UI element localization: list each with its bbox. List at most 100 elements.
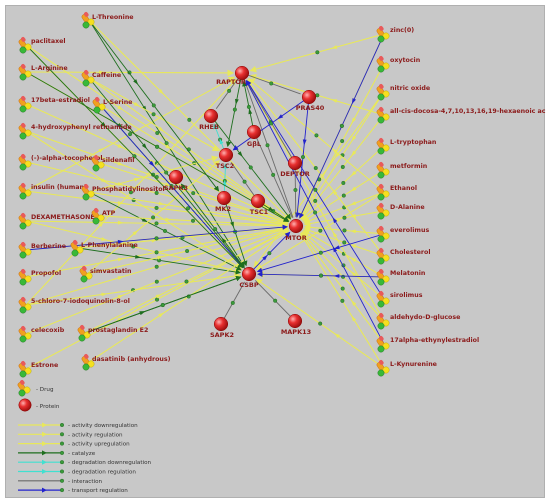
protein-label: MTOR bbox=[285, 234, 306, 242]
drug-icon bbox=[18, 361, 32, 378]
protein-circle bbox=[213, 316, 229, 332]
drug-label: paclitaxel bbox=[31, 38, 66, 45]
drug-label: L-Serine bbox=[103, 99, 132, 106]
edge-arrow bbox=[350, 257, 357, 263]
edge-arrow bbox=[219, 138, 224, 145]
edge-midpoint bbox=[155, 130, 160, 135]
edge-midpoint bbox=[154, 205, 159, 210]
edge-midpoint bbox=[191, 191, 196, 196]
edge-arrow bbox=[165, 217, 172, 222]
edge-arrow bbox=[117, 122, 124, 128]
drug-label: (-)-alpha-tocopherol bbox=[31, 155, 103, 162]
edge-arrow bbox=[141, 217, 148, 223]
drug-label: all-cis-docosa-4,7,10,13,16,19-hexaenoic… bbox=[390, 108, 546, 115]
protein-circle bbox=[241, 266, 257, 282]
edge-midpoint bbox=[157, 258, 162, 263]
edge-arrow bbox=[332, 189, 338, 196]
edge-midpoint bbox=[313, 187, 318, 192]
edge-arrow bbox=[351, 150, 357, 157]
edge-midpoint bbox=[154, 190, 159, 195]
drug-label: Caffeine bbox=[92, 72, 121, 79]
edge-arrow bbox=[101, 292, 108, 297]
edge-midpoint bbox=[267, 251, 272, 256]
edge-arrow bbox=[268, 206, 274, 212]
edge-arrow bbox=[350, 271, 357, 277]
drug-node-sildenafil: sildenafil bbox=[91, 154, 134, 172]
drug-node-estrone: Estrone bbox=[18, 361, 58, 378]
edge-arrow bbox=[155, 294, 162, 299]
edge-midpoint bbox=[151, 215, 156, 220]
drug-icon bbox=[18, 96, 32, 113]
edge-midpoint bbox=[128, 132, 133, 137]
drug-icon bbox=[376, 269, 390, 286]
legend-activity-upregulation: - activity upregulation bbox=[18, 441, 130, 448]
edge-arrow bbox=[333, 274, 340, 278]
edge-arrow bbox=[117, 220, 124, 225]
protein-node-pras40: PRAS40 bbox=[296, 89, 325, 112]
drug-label: L-Kynurenine bbox=[390, 361, 437, 368]
drug-icon bbox=[18, 297, 32, 314]
edge-arrow bbox=[351, 315, 357, 322]
drug-label: insulin (human) bbox=[31, 184, 87, 191]
drug-icon bbox=[81, 184, 95, 201]
drug-label: L-tryptophan bbox=[390, 139, 436, 146]
drug-node-alpha-tocopherol: (-)-alpha-tocopherol bbox=[18, 154, 103, 171]
edge-arrow bbox=[117, 105, 124, 111]
edge-arrow bbox=[331, 148, 338, 154]
edge-midpoint bbox=[342, 240, 347, 245]
edge-arrow bbox=[277, 114, 284, 120]
drug-label: 5-chloro-7-iodoquinolin-8-ol bbox=[31, 298, 130, 305]
drug-label: 17alpha-ethynylestradiol bbox=[390, 337, 479, 344]
drug-node-l-serine: L-Serine bbox=[92, 97, 132, 114]
legend-protein-label: - Protein bbox=[36, 404, 60, 410]
edge-arrow bbox=[141, 143, 148, 150]
drug-label: Phosphatidylinositol bbox=[92, 186, 165, 193]
drug-label: L-Phenylalanine bbox=[81, 242, 138, 249]
drug-node-insulin-human: insulin (human) bbox=[18, 182, 87, 200]
legend-catalyze: - catalyze bbox=[18, 450, 96, 457]
edge-midpoint bbox=[318, 250, 323, 255]
drug-node-l-tryptophan: L-tryptophan bbox=[376, 138, 436, 155]
drug-icon bbox=[376, 203, 390, 220]
edge-midpoint bbox=[318, 273, 323, 278]
drug-icon bbox=[81, 70, 95, 87]
edge-midpoint bbox=[154, 250, 159, 255]
legend-edge-label: - degradation regulation bbox=[68, 470, 136, 476]
protein-node-mk2: MK2 bbox=[215, 190, 232, 213]
drug-label: aldehydo-D-glucose bbox=[390, 314, 460, 321]
drug-icon bbox=[18, 213, 32, 230]
edge-arrow bbox=[158, 88, 164, 95]
edge-arrow bbox=[101, 237, 108, 241]
edge-arrow bbox=[248, 108, 253, 115]
edge-midpoint bbox=[151, 103, 156, 108]
drug-icon bbox=[81, 353, 95, 371]
drug-node-cholesterol: Cholesterol bbox=[376, 248, 430, 265]
protein-circle bbox=[18, 398, 32, 412]
protein-label: DEPTOR bbox=[280, 170, 310, 178]
edge-midpoint bbox=[191, 218, 196, 223]
edge-midpoint bbox=[340, 298, 345, 303]
drug-node-l-arginine: L-Arginine bbox=[18, 63, 68, 81]
edge-arrow bbox=[262, 254, 268, 261]
drug-icon bbox=[91, 207, 105, 225]
drug-node-paclitaxel: paclitaxel bbox=[18, 36, 66, 54]
drug-icon bbox=[18, 269, 32, 286]
drug-node-oxytocin: oxytocin bbox=[376, 55, 420, 73]
edge-arrow bbox=[331, 45, 338, 49]
edge-arrow bbox=[117, 257, 124, 262]
edge-midpoint bbox=[162, 228, 167, 233]
legend-edge-label: - catalyze bbox=[68, 451, 96, 457]
edge-midpoint bbox=[186, 206, 191, 211]
protein-label: RHEB bbox=[199, 123, 219, 131]
drug-label: dasatinib (anhydrous) bbox=[92, 356, 171, 363]
drug-node-everolimus: everolimus bbox=[376, 226, 429, 243]
edge-arrow bbox=[149, 160, 155, 167]
drug-node-l-phenylalanine: L-Phenylalanine bbox=[70, 240, 138, 257]
drug-label: sildenafil bbox=[102, 157, 134, 164]
edge-midpoint bbox=[269, 121, 274, 126]
edge-layer bbox=[25, 19, 385, 370]
drug-icon bbox=[70, 240, 84, 257]
edge-arrow bbox=[351, 135, 357, 142]
edge-midpoint bbox=[315, 50, 320, 55]
legend-edge-label: - transport regulation bbox=[68, 488, 128, 494]
